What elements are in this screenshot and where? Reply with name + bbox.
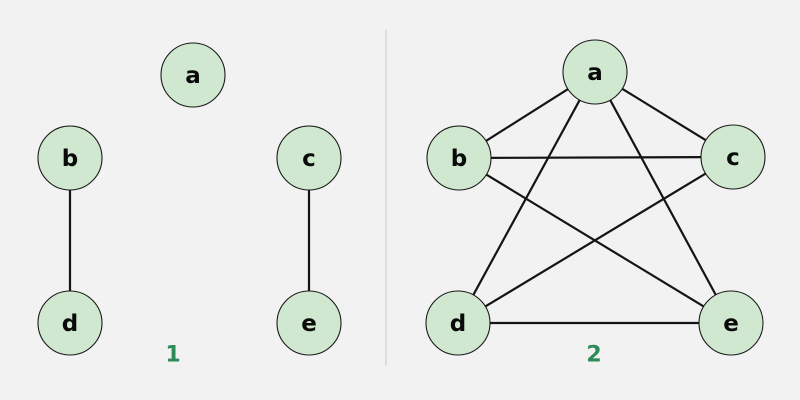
graph-node-a[interactable]: a [562,39,628,105]
node-label-b: b [451,146,467,172]
graph-panel-1: a b c d e 1 [37,42,342,368]
graph-edge-a-e [608,98,718,297]
graph-edge-c-d [483,172,708,308]
node-circle-a[interactable] [160,42,226,108]
graph-edge-a-c [620,87,708,142]
graph-panels: a b c d e 1 a b c d e 2 [37,39,766,368]
graph-panel-2: a b c d e 2 [425,39,766,368]
graph-edge-a-d [471,98,582,297]
graph-node-d[interactable]: d [425,290,491,356]
node-label-c: c [302,146,316,172]
panel-number-label: 2 [586,343,601,368]
node-label-d: d [450,311,466,337]
node-circle-e[interactable] [698,290,764,356]
node-circle-d[interactable] [37,290,103,356]
node-circle-c[interactable] [276,125,342,191]
edge-layer [68,189,311,292]
node-label-c: c [726,145,740,171]
graph-node-b[interactable]: b [426,125,492,191]
graph-node-c[interactable]: c [700,124,766,190]
node-circle-a[interactable] [562,39,628,105]
graph-node-e[interactable]: e [698,290,764,356]
graph-edge-b-c [489,156,703,159]
node-circle-d[interactable] [425,290,491,356]
graph-node-c[interactable]: c [276,125,342,191]
graph-node-a[interactable]: a [160,42,226,108]
node-label-e: e [723,311,739,337]
edge-layer [471,87,718,325]
node-label-b: b [62,146,78,172]
node-layer: a b c d e [37,42,342,356]
node-label-d: d [62,311,78,337]
node-circle-c[interactable] [700,124,766,190]
graph-edge-a-b [484,87,570,143]
node-layer: a b c d e [425,39,766,356]
graph-node-e[interactable]: e [276,290,342,356]
node-label-e: e [301,311,317,337]
node-circle-b[interactable] [37,125,103,191]
panel-number-label: 1 [165,343,180,368]
node-label-a: a [185,63,201,89]
graph-node-b[interactable]: b [37,125,103,191]
graph-node-d[interactable]: d [37,290,103,356]
node-label-a: a [587,60,603,86]
node-circle-e[interactable] [276,290,342,356]
node-circle-b[interactable] [426,125,492,191]
